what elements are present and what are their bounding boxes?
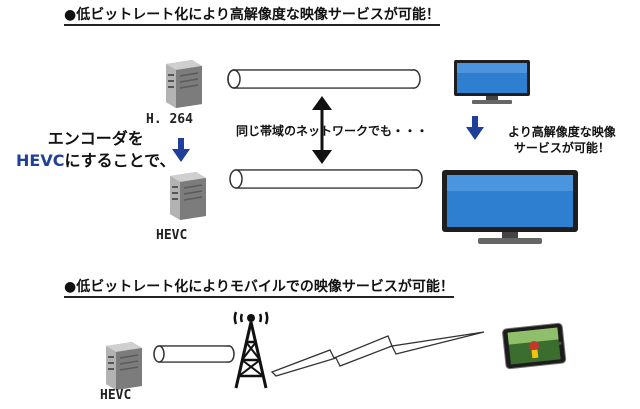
server-bottom-label: HEVC <box>100 388 132 403</box>
lightning-wave-icon <box>270 331 485 377</box>
result-line2: サービスが可能！ <box>513 141 610 155</box>
server-icon <box>170 172 206 220</box>
encoder-callout: エンコーダを HEVCにすることで、 <box>16 128 176 172</box>
network-pipe-top <box>227 69 421 89</box>
callout-line2-rest: にすることで、 <box>64 151 176 170</box>
tablet-icon <box>502 322 567 370</box>
server-icon <box>106 342 142 390</box>
callout-line1: エンコーダを <box>47 129 144 148</box>
double-arrow-icon <box>312 96 332 164</box>
server-middle-label: HEVC <box>156 228 188 243</box>
section1-heading: ●低ビットレート化により高解像度な映像サービスが可能！ <box>64 6 440 26</box>
antenna-tower-icon <box>233 311 269 389</box>
network-pipe-middle <box>229 169 423 189</box>
down-arrow-right-icon <box>466 116 484 140</box>
section2-heading: ●低ビットレート化によりモバイルでの映像サービスが可能！ <box>64 278 454 298</box>
network-pipe-bottom <box>153 345 235 363</box>
result-line1: より高解像度な映像 <box>508 125 616 139</box>
callout-line2: HEVCにすることで、 <box>16 150 176 172</box>
section1-heading-text: ●低ビットレート化により高解像度な映像サービスが可能！ <box>64 7 440 26</box>
server-top-label: H. 264 <box>146 112 193 127</box>
server-icon <box>166 60 202 108</box>
result-note: より高解像度な映像 サービスが可能！ <box>508 124 616 156</box>
tv-small-icon <box>454 60 530 104</box>
tv-large-icon <box>442 170 578 244</box>
down-arrow-left-icon <box>172 138 190 162</box>
callout-hevc: HEVC <box>16 151 65 170</box>
bandwidth-note: 同じ帯域のネットワークでも・・・ <box>236 124 429 138</box>
section2-heading-text: ●低ビットレート化によりモバイルでの映像サービスが可能！ <box>64 279 454 298</box>
